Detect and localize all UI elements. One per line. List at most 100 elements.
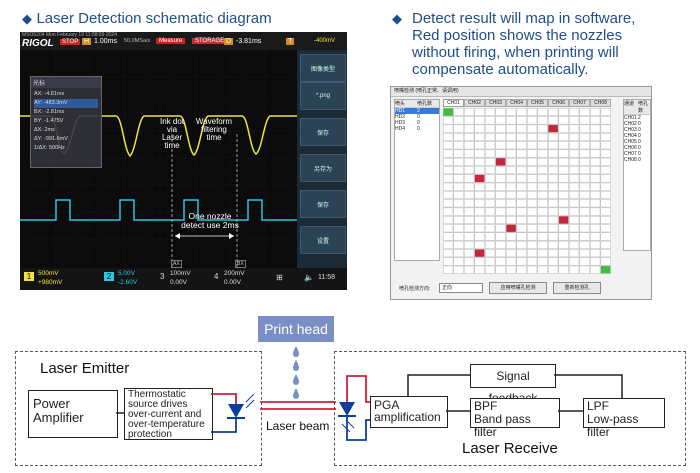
- nozzle-cell[interactable]: [453, 108, 464, 117]
- nozzle-cell[interactable]: [590, 149, 601, 158]
- nozzle-cell[interactable]: [485, 249, 496, 258]
- nozzle-cell[interactable]: [558, 133, 569, 141]
- nozzle-cell[interactable]: [600, 240, 611, 249]
- nozzle-cell[interactable]: [474, 215, 485, 224]
- cursor-panel[interactable]: 光标 AX: -4.81ms AY: -483.3mV BX: -2.81ms …: [30, 76, 102, 168]
- nozzle-cell[interactable]: [453, 133, 464, 141]
- nozzle-cell[interactable]: [495, 149, 506, 158]
- nozzle-cell[interactable]: [527, 207, 538, 216]
- nozzle-cell[interactable]: [537, 257, 548, 266]
- nozzle-cell[interactable]: [443, 232, 454, 241]
- nozzle-cell[interactable]: [443, 108, 454, 117]
- nozzle-cell[interactable]: [485, 166, 496, 175]
- nozzle-cell[interactable]: [443, 166, 454, 175]
- nozzle-cell[interactable]: [600, 249, 611, 258]
- nozzle-cell[interactable]: [453, 207, 464, 216]
- nozzle-cell[interactable]: [537, 116, 548, 125]
- nozzle-cell[interactable]: [464, 124, 475, 133]
- nozzle-cell[interactable]: [537, 182, 548, 191]
- nozzle-cell[interactable]: [590, 116, 601, 125]
- nozzle-cell[interactable]: [579, 265, 590, 274]
- nozzle-cell[interactable]: [474, 191, 485, 200]
- nozzle-cell[interactable]: [600, 133, 611, 141]
- cursor-ax-marker[interactable]: AX: [171, 260, 182, 268]
- nozzle-cell[interactable]: [569, 116, 580, 125]
- nozzle-cell[interactable]: [474, 232, 485, 241]
- nozzle-cell[interactable]: [443, 224, 454, 233]
- nozzle-cell[interactable]: [516, 116, 527, 125]
- nozzle-cell[interactable]: [516, 157, 527, 166]
- tab-ch06[interactable]: CH06: [548, 99, 569, 107]
- nozzle-cell[interactable]: [569, 215, 580, 224]
- save-as-button[interactable]: 另存为: [300, 154, 346, 182]
- nozzle-cell[interactable]: [443, 249, 454, 258]
- nozzle-cell[interactable]: [464, 108, 475, 117]
- nozzle-cell[interactable]: [474, 133, 485, 141]
- nozzle-cell[interactable]: [600, 215, 611, 224]
- nozzle-cell[interactable]: [548, 249, 559, 258]
- nozzle-cell[interactable]: [485, 257, 496, 266]
- nozzle-cell[interactable]: [569, 174, 580, 183]
- nozzle-cell[interactable]: [527, 182, 538, 191]
- nozzle-cell[interactable]: [506, 232, 517, 241]
- nozzle-cell[interactable]: [464, 174, 475, 183]
- nozzle-cell[interactable]: [453, 215, 464, 224]
- nozzle-cell[interactable]: [579, 141, 590, 150]
- nozzle-cell[interactable]: [558, 174, 569, 183]
- nozzle-cell[interactable]: [443, 207, 454, 216]
- nozzle-cell[interactable]: [579, 240, 590, 249]
- nozzle-cell[interactable]: [569, 141, 580, 150]
- nozzle-cell[interactable]: [516, 199, 527, 208]
- nozzle-cell[interactable]: [527, 232, 538, 241]
- nozzle-cell[interactable]: [453, 149, 464, 158]
- nozzle-cell[interactable]: [506, 149, 517, 158]
- nozzle-cell[interactable]: [558, 141, 569, 150]
- nozzle-cell[interactable]: [527, 124, 538, 133]
- ch3-badge[interactable]: 3: [160, 272, 165, 281]
- nozzle-cell[interactable]: [548, 182, 559, 191]
- nozzle-cell[interactable]: [474, 257, 485, 266]
- nozzle-cell[interactable]: [537, 249, 548, 258]
- nozzle-cell[interactable]: [600, 174, 611, 183]
- nozzle-cell[interactable]: [464, 249, 475, 258]
- nozzle-cell[interactable]: [474, 157, 485, 166]
- nozzle-cell[interactable]: [590, 224, 601, 233]
- nozzle-cell[interactable]: [474, 199, 485, 208]
- nozzle-cell[interactable]: [569, 133, 580, 141]
- nozzle-cell[interactable]: [495, 191, 506, 200]
- nozzle-cell[interactable]: [548, 133, 559, 141]
- nozzle-cell[interactable]: [527, 174, 538, 183]
- nozzle-cell[interactable]: [443, 215, 454, 224]
- nozzle-cell[interactable]: [516, 174, 527, 183]
- nozzle-cell[interactable]: [443, 199, 454, 208]
- nozzle-cell[interactable]: [537, 232, 548, 241]
- nozzle-cell[interactable]: [527, 257, 538, 266]
- nozzle-cell[interactable]: [537, 215, 548, 224]
- nozzle-cell[interactable]: [495, 124, 506, 133]
- tab-ch03[interactable]: CH03: [485, 99, 506, 107]
- nozzle-cell[interactable]: [569, 257, 580, 266]
- nozzle-cell[interactable]: [558, 157, 569, 166]
- nozzle-cell[interactable]: [516, 141, 527, 150]
- nozzle-cell[interactable]: [590, 191, 601, 200]
- nozzle-cell[interactable]: [485, 182, 496, 191]
- nozzle-cell[interactable]: [537, 191, 548, 200]
- nozzle-cell[interactable]: [443, 116, 454, 125]
- nozzle-cell[interactable]: [579, 199, 590, 208]
- nozzle-cell[interactable]: [485, 157, 496, 166]
- nozzle-cell[interactable]: [558, 108, 569, 117]
- nozzle-cell[interactable]: [506, 191, 517, 200]
- tab-ch08[interactable]: CH08: [590, 99, 611, 107]
- nozzle-cell[interactable]: [590, 182, 601, 191]
- tab-ch01[interactable]: CH01: [443, 99, 464, 107]
- nozzle-cell[interactable]: [516, 249, 527, 258]
- nozzle-cell[interactable]: [474, 182, 485, 191]
- nozzle-cell[interactable]: [548, 116, 559, 125]
- nozzle-cell[interactable]: [516, 215, 527, 224]
- nozzle-cell[interactable]: [590, 215, 601, 224]
- nozzle-cell[interactable]: [506, 141, 517, 150]
- nozzle-cell[interactable]: [527, 166, 538, 175]
- nozzle-cell[interactable]: [495, 174, 506, 183]
